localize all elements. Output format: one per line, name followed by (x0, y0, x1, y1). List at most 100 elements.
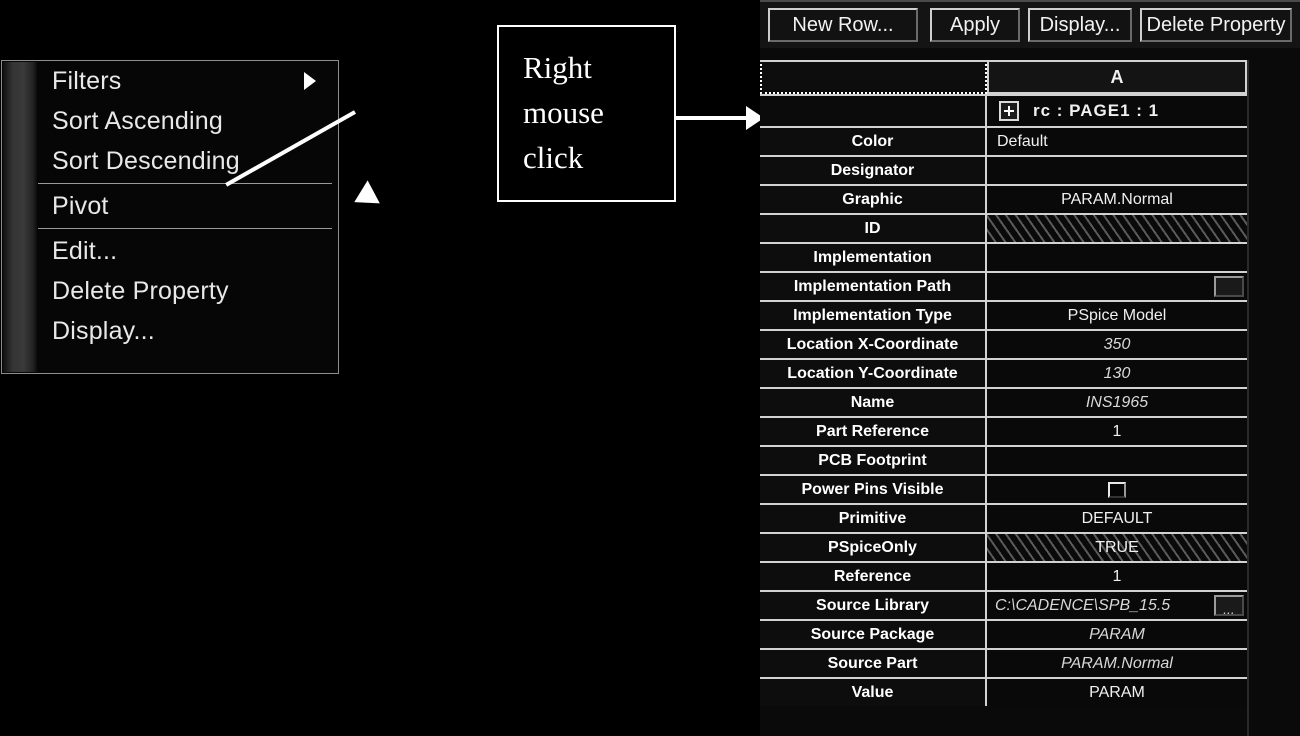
annotation-callout-box: Right mouse click (497, 25, 676, 202)
property-grid-context-menu: Filters Sort Ascending Sort Descending P… (1, 60, 339, 374)
property-value-cell[interactable] (987, 242, 1247, 271)
panel-edge-strip (1247, 60, 1249, 736)
property-name-cell[interactable]: Designator (760, 155, 987, 184)
property-value-cell[interactable]: 1 (987, 561, 1247, 590)
property-name-cell[interactable]: Reference (760, 561, 987, 590)
property-name-cell[interactable]: Implementation Type (760, 300, 987, 329)
property-name-cell[interactable]: Implementation Path (760, 271, 987, 300)
menu-item-label: Edit... (52, 237, 118, 265)
property-value-cell[interactable] (987, 445, 1247, 474)
table-bottom-border (760, 60, 1247, 62)
property-value-cell[interactable]: 1 (987, 416, 1247, 445)
power-pins-visible-checkbox[interactable] (1108, 481, 1126, 498)
property-value-cell[interactable]: C:\CADENCE\SPB_15.5... (987, 590, 1247, 619)
property-value-cell[interactable]: PSpice Model (987, 300, 1247, 329)
annotation-callout-text: Right mouse click (523, 45, 666, 180)
property-name-cell[interactable]: Location X-Coordinate (760, 329, 987, 358)
annotation-arrow-right-shaft (676, 116, 748, 120)
menu-item-label: Filters (52, 67, 122, 95)
property-name-cell[interactable]: Graphic (760, 184, 987, 213)
chevron-right-icon (304, 72, 316, 90)
browse-ellipsis-button[interactable]: ... (1214, 595, 1244, 616)
table-row[interactable]: Designator (760, 155, 1247, 184)
menu-item-label: Pivot (52, 192, 109, 220)
property-editor-panel: New Row... Apply Display... Delete Prope… (760, 0, 1300, 736)
property-name-cell[interactable]: Source Part (760, 648, 987, 677)
property-name-cell[interactable]: Implementation (760, 242, 987, 271)
menu-separator-2 (38, 228, 332, 229)
property-value-cell[interactable] (987, 271, 1247, 300)
property-value-cell[interactable] (987, 213, 1247, 242)
property-value-cell[interactable]: 130 (987, 358, 1247, 387)
menu-item-sort-descending[interactable]: Sort Descending (38, 141, 338, 181)
annotation-arrow-right-head-icon (746, 106, 764, 130)
annotation-arrow-left-head-icon (348, 180, 380, 214)
menu-item-sort-ascending[interactable]: Sort Ascending (38, 101, 338, 141)
plus-box-icon[interactable] (999, 101, 1019, 121)
menu-item-edit[interactable]: Edit... (38, 231, 338, 271)
property-name-cell[interactable]: ID (760, 213, 987, 242)
display-button[interactable]: Display... (1028, 8, 1132, 42)
table-instance-row[interactable]: rc : PAGE1 : 1 (760, 94, 1247, 126)
property-name-cell[interactable]: Source Package (760, 619, 987, 648)
instance-row-value-cell[interactable]: rc : PAGE1 : 1 (987, 94, 1247, 126)
property-value-cell[interactable]: PARAM (987, 619, 1247, 648)
property-name-cell[interactable]: Name (760, 387, 987, 416)
property-name-cell[interactable]: PSpiceOnly (760, 532, 987, 561)
menu-item-filters[interactable]: Filters (38, 61, 338, 101)
property-value-cell[interactable]: PARAM.Normal (987, 648, 1247, 677)
property-name-cell[interactable]: Primitive (760, 503, 987, 532)
property-name-cell[interactable]: Location Y-Coordinate (760, 358, 987, 387)
table-row[interactable]: PCB Footprint (760, 445, 1247, 474)
delete-property-button[interactable]: Delete Property (1140, 8, 1292, 42)
menu-item-pivot[interactable]: Pivot (38, 186, 338, 226)
browse-ellipsis-button[interactable] (1214, 276, 1244, 297)
property-value-cell[interactable]: Default (987, 126, 1247, 155)
property-name-cell[interactable]: PCB Footprint (760, 445, 987, 474)
header-cell-property-name[interactable] (760, 60, 987, 94)
property-value-cell[interactable]: PARAM.Normal (987, 184, 1247, 213)
table-row[interactable]: Implementation (760, 242, 1247, 271)
property-value-cell[interactable]: TRUE (987, 532, 1247, 561)
property-name-cell[interactable]: Power Pins Visible (760, 474, 987, 503)
table-row[interactable]: Power Pins Visible (760, 474, 1247, 503)
table-row[interactable]: Implementation Path (760, 271, 1247, 300)
new-row-button[interactable]: New Row... (768, 8, 918, 42)
table-row[interactable]: ID (760, 213, 1247, 242)
property-name-cell[interactable]: Value (760, 677, 987, 706)
property-value-cell[interactable]: 350 (987, 329, 1247, 358)
apply-button[interactable]: Apply (930, 8, 1020, 42)
property-name-cell[interactable]: Source Library (760, 590, 987, 619)
menu-item-delete-property[interactable]: Delete Property (38, 271, 338, 311)
property-value-cell[interactable]: PARAM (987, 677, 1247, 706)
property-value-cell[interactable]: INS1965 (987, 387, 1247, 416)
callout-line-2: mouse (523, 95, 604, 130)
property-value-cell[interactable]: DEFAULT (987, 503, 1247, 532)
property-name-cell[interactable]: Part Reference (760, 416, 987, 445)
menu-separator-1 (38, 183, 332, 184)
property-name-cell[interactable]: Color (760, 126, 987, 155)
menu-item-display[interactable]: Display... (38, 311, 338, 351)
property-value-cell[interactable] (987, 474, 1247, 503)
property-value-cell[interactable] (987, 155, 1247, 184)
menu-item-label: Display... (52, 317, 155, 345)
property-editor-toolbar: New Row... Apply Display... Delete Prope… (760, 0, 1300, 48)
header-cell-column-a[interactable]: A (987, 60, 1247, 94)
menu-item-label: Sort Descending (52, 147, 240, 175)
